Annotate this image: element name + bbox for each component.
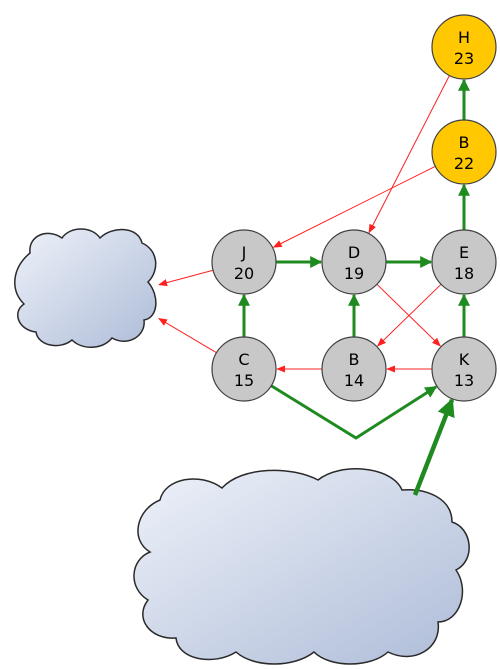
node-circle (211, 229, 277, 295)
node-b14: B 14 (321, 336, 387, 402)
node-number: 20 (234, 264, 254, 283)
edge-e18-to-b14 (377, 283, 442, 347)
node-letter: C (238, 350, 249, 369)
node-k13: K 13 (431, 336, 497, 402)
edge-h23-to-d19 (368, 75, 450, 234)
node-circle (431, 229, 497, 295)
node-d19: D 19 (321, 229, 387, 295)
node-h23: H 23 (431, 14, 497, 80)
node-number: 22 (454, 154, 474, 173)
node-letter: B (459, 133, 470, 152)
node-letter: K (459, 350, 470, 369)
node-circle (211, 336, 277, 402)
node-e18: E 18 (431, 229, 497, 295)
node-number: 15 (234, 371, 254, 390)
edge-c15-to-cloud-left (158, 318, 217, 354)
edge-c15-to-k13 (270, 384, 438, 440)
node-number: 14 (344, 371, 364, 390)
edge-j20-to-cloud-left (158, 269, 214, 287)
node-number: 19 (344, 264, 364, 283)
node-letter: B (349, 350, 360, 369)
node-circle (431, 119, 497, 185)
edge-b22-to-j20 (272, 165, 436, 248)
node-circle (321, 229, 387, 295)
node-c15: C 15 (211, 336, 277, 402)
edges-layer (158, 75, 470, 496)
node-b22: B 22 (431, 119, 497, 185)
node-j20: J 20 (211, 229, 277, 295)
node-letter: D (348, 243, 360, 262)
node-number: 13 (454, 371, 474, 390)
cloud-left (14, 228, 157, 348)
node-letter: E (459, 243, 469, 262)
edge-cloud-bottom-to-k13 (412, 398, 455, 496)
node-circle (431, 14, 497, 80)
node-letter: J (241, 243, 247, 262)
node-circle (431, 336, 497, 402)
nodes-layer: H 23B 22J 20 D 19 E 18C 15 B 14 K 13 (211, 14, 497, 402)
node-number: 18 (454, 264, 474, 283)
node-letter: H (458, 28, 470, 47)
node-number: 23 (454, 49, 474, 68)
cloud-bottom (133, 468, 470, 665)
node-circle (321, 336, 387, 402)
